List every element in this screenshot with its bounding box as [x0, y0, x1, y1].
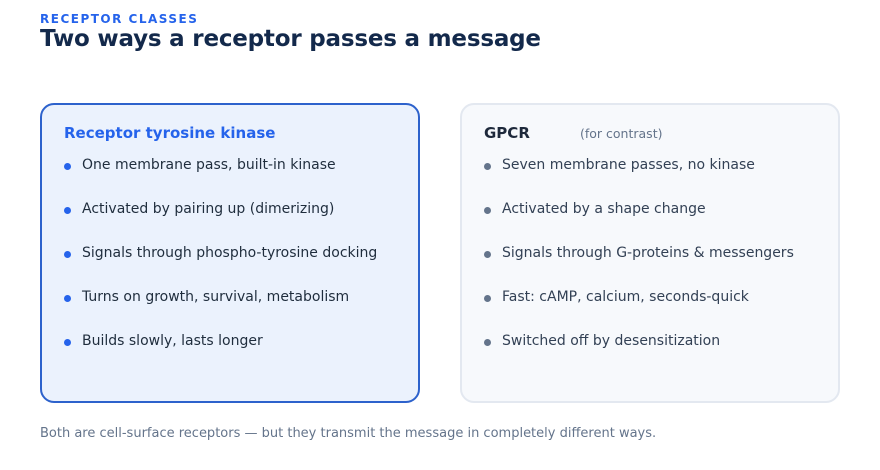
list-item: Seven membrane passes, no kinase: [484, 157, 794, 201]
bullet-dot-icon: [484, 339, 491, 346]
list-item-text: Switched off by desensitization: [502, 333, 721, 349]
list-item: Activated by a shape change: [484, 201, 794, 245]
footer-note: Both are cell-surface receptors — but th…: [40, 426, 657, 441]
bullet-dot-icon: [484, 207, 491, 214]
list-item: Turns on growth, survival, metabolism: [64, 289, 377, 333]
bullet-dot-icon: [484, 251, 491, 258]
list-item: Builds slowly, lasts longer: [64, 333, 377, 377]
bullet-dot-icon: [64, 339, 71, 346]
list-item-text: Activated by a shape change: [502, 201, 706, 217]
list-item-text: Seven membrane passes, no kinase: [502, 157, 755, 173]
bullet-dot-icon: [484, 295, 491, 302]
bullet-dot-icon: [484, 163, 491, 170]
eyebrow-label: RECEPTOR CLASSES: [40, 12, 199, 26]
gpcr-card-header: GPCR (for contrast): [484, 124, 662, 142]
list-item-text: Builds slowly, lasts longer: [82, 333, 263, 349]
list-item: Activated by pairing up (dimerizing): [64, 201, 377, 245]
gpcr-card-title: GPCR: [484, 124, 530, 142]
list-item-text: Fast: cAMP, calcium, seconds-quick: [502, 289, 749, 305]
list-item: Fast: cAMP, calcium, seconds-quick: [484, 289, 794, 333]
rtk-feature-list: One membrane pass, built-in kinase Activ…: [64, 157, 377, 377]
bullet-dot-icon: [64, 207, 71, 214]
bullet-dot-icon: [64, 163, 71, 170]
list-item: Signals through G-proteins & messengers: [484, 245, 794, 289]
page-title: Two ways a receptor passes a message: [40, 26, 541, 52]
list-item-text: Turns on growth, survival, metabolism: [82, 289, 350, 305]
rtk-card-title: Receptor tyrosine kinase: [64, 124, 276, 142]
rtk-card-header: Receptor tyrosine kinase: [64, 124, 275, 142]
list-item: Signals through phospho-tyrosine docking: [64, 245, 377, 289]
list-item-text: One membrane pass, built-in kinase: [82, 157, 336, 173]
list-item-text: Activated by pairing up (dimerizing): [82, 201, 335, 217]
bullet-dot-icon: [64, 251, 71, 258]
list-item: Switched off by desensitization: [484, 333, 794, 377]
gpcr-feature-list: Seven membrane passes, no kinase Activat…: [484, 157, 794, 377]
gpcr-card-note: (for contrast): [580, 126, 663, 141]
bullet-dot-icon: [64, 295, 71, 302]
list-item-text: Signals through phospho-tyrosine docking: [82, 245, 378, 261]
rtk-card: Receptor tyrosine kinase One membrane pa…: [40, 103, 420, 403]
gpcr-card: GPCR (for contrast) Seven membrane passe…: [460, 103, 840, 403]
list-item: One membrane pass, built-in kinase: [64, 157, 377, 201]
list-item-text: Signals through G-proteins & messengers: [502, 245, 794, 261]
